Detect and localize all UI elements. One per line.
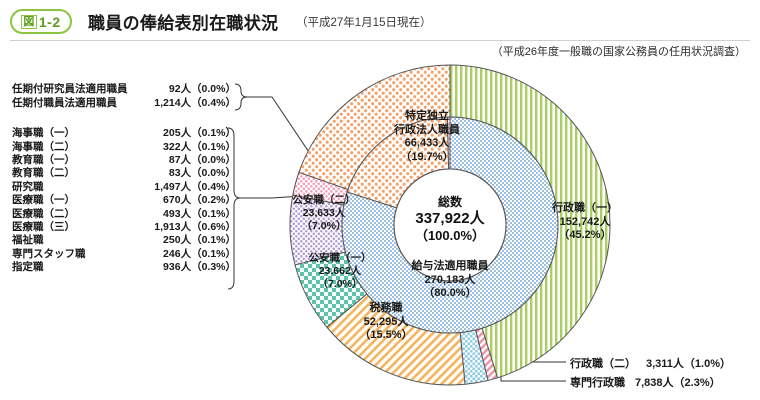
- slice-label-tokutei-dokuritsu: 特定独立 行政法人職員 66,433人 （19.7%）: [352, 110, 502, 164]
- legend-row-value: 670人（0.2%）: [163, 194, 236, 207]
- page-title: 職員の俸給表別在職状況: [88, 14, 279, 33]
- donut-chart-svg: [289, 64, 611, 386]
- legend-row-value: 83人（0.0%）: [168, 167, 236, 180]
- slice-label-koan-2-percent: （7.0%）: [301, 220, 347, 232]
- legend-row: 海事職（二） 322人（0.1%）: [12, 139, 236, 153]
- center-total-value: 337,922人: [415, 210, 485, 227]
- legend-row: 研究職 1,497人（0.4%）: [12, 180, 236, 193]
- center-total-label: 総数 337,922人 （100.0%）: [394, 195, 506, 244]
- legend-row-value: 87人（0.0%）: [168, 153, 236, 166]
- source-note: （平成26年度一般職の国家公務員の任用状況調査）: [491, 46, 746, 58]
- callout-senmon-gyosei: 専門行政職 7,838人（2.3%）: [570, 374, 721, 390]
- callout-senmon-gyosei-name: 専門行政職: [570, 377, 625, 389]
- slice-label-zeimu: 税務職 52,295人 （15.5%）: [338, 302, 434, 343]
- bracket-group-b: [227, 127, 241, 290]
- legend-row-value: 1,214人（0.4%）: [154, 96, 236, 109]
- figure-kanji-label: 図: [21, 14, 37, 29]
- slice-label-gyosei-1-name: 行政職（一）: [552, 202, 618, 214]
- slice-label-kyuyoho-percent: （80.0%）: [423, 287, 477, 299]
- figure-number: 1-2: [38, 13, 61, 30]
- slice-label-kyuyoho-value: 270,183人: [424, 273, 476, 286]
- legend-row-value: 1,497人（0.4%）: [154, 180, 236, 193]
- legend-row-name: 任期付研究員法適用職員: [12, 83, 128, 96]
- bracket-group-a: [234, 83, 248, 111]
- legend-row-name: 医療職（三）: [12, 220, 75, 233]
- legend-row: 医療職（三） 1,913人（0.6%）: [12, 220, 236, 233]
- legend-row-value: 493人（0.1%）: [163, 207, 236, 220]
- slice-label-koan-1-name: 公安職（一）: [308, 252, 372, 264]
- legend-row: 福祉職 250人（0.1%）: [12, 233, 236, 246]
- legend-row-value: 205人（0.1%）: [163, 127, 236, 140]
- legend-row-value: 92人（0.0%）: [168, 83, 236, 96]
- legend-row-name: 海事職（二）: [12, 140, 75, 153]
- legend-row-value: 246人（0.1%）: [163, 247, 236, 260]
- legend-row: 医療職（二） 493人（0.1%）: [12, 206, 236, 220]
- slice-label-zeimu-percent: （15.5%）: [359, 329, 413, 341]
- page-title-date: （平成27年1月15日現在）: [296, 17, 432, 29]
- legend-row-name: 海事職（一）: [12, 127, 75, 140]
- donut-chart: 総数 337,922人 （100.0%） 給与法適用職員 270,183人 （8…: [280, 60, 620, 390]
- center-total-percent: （100.0%）: [414, 228, 486, 243]
- legend-row-name: 福祉職: [12, 234, 44, 247]
- legend-row-name: 教育職（一）: [12, 153, 75, 166]
- slice-label-gyosei-1: 行政職（一） 152,742人 （45.2%）: [542, 202, 628, 243]
- legend-row: 教育職（二） 83人（0.0%）: [12, 166, 236, 179]
- legend-row: 任期付職員法適用職員 1,214人（0.4%）: [12, 95, 236, 109]
- legend-row: 指定職 936人（0.3%）: [12, 260, 236, 273]
- legend-group-a: 任期付研究員法適用職員 92人（0.0%） 任期付職員法適用職員 1,214人（0.4…: [12, 82, 236, 109]
- slice-label-tokutei-name2: 行政法人職員: [394, 123, 460, 136]
- slice-label-tokutei-name1: 特定独立: [405, 110, 449, 122]
- legend-group-b: 海事職（一） 205人（0.1%） 海事職（二） 322人（0.1%） 教育職（一） 87…: [12, 126, 236, 273]
- slice-label-gyosei-1-percent: （45.2%）: [558, 229, 612, 241]
- slice-label-tokutei-value: 66,433人: [404, 137, 450, 149]
- slice-label-kyuyoho: 給与法適用職員 270,183人 （80.0%）: [368, 260, 532, 301]
- slice-label-tokutei-percent: （19.7%）: [400, 150, 454, 163]
- center-total-caption: 総数: [437, 195, 462, 209]
- legend-row: 専門スタッフ職 246人（0.1%）: [12, 247, 236, 260]
- callout-senmon-gyosei-value: 7,838人（2.3%）: [635, 377, 721, 389]
- slice-label-koan-2-name: 公安職（二）: [292, 194, 356, 206]
- legend-row: 任期付研究員法適用職員 92人（0.0%）: [12, 82, 236, 95]
- callout-gyosei-2: 行政職（二） 3,311人（1.0%）: [570, 355, 731, 371]
- legend-row-value: 936人（0.3%）: [163, 261, 236, 274]
- donut-hole: [393, 168, 507, 282]
- header-divider: [10, 40, 750, 41]
- slice-label-koan-2-value: 23,633人: [302, 207, 346, 219]
- callout-gyosei-2-value: 3,311人（1.0%）: [646, 358, 731, 370]
- legend-row-name: 医療職（一）: [12, 194, 75, 207]
- callout-gyosei-2-name: 行政職（二）: [570, 358, 636, 370]
- legend-row-name: 専門スタッフ職: [12, 247, 86, 260]
- slice-label-koan-1-value: 23,662人: [318, 265, 362, 277]
- slice-label-koan-2: 公安職（二） 23,633人 （7.0%）: [278, 194, 370, 233]
- slice-label-koan-1: 公安職（一） 23,662人 （7.0%）: [294, 252, 386, 291]
- legend-row-name: 指定職: [12, 261, 44, 274]
- legend-row-value: 1,913人（0.6%）: [154, 220, 236, 233]
- legend-row: 海事職（一） 205人（0.1%）: [12, 126, 236, 139]
- legend-row: 医療職（一） 670人（0.2%）: [12, 193, 236, 206]
- legend-row-name: 任期付職員法適用職員: [12, 96, 117, 109]
- slice-label-gyosei-1-value: 152,742人: [559, 215, 611, 228]
- legend-row-value: 322人（0.1%）: [163, 140, 236, 153]
- slice-label-kyuyoho-name: 給与法適用職員: [411, 260, 489, 272]
- slice-label-zeimu-value: 52,295人: [363, 315, 409, 328]
- legend-row-name: 医療職（二）: [12, 207, 75, 220]
- legend-row-value: 250人（0.1%）: [163, 234, 236, 247]
- slice-label-koan-1-percent: （7.0%）: [317, 278, 363, 290]
- legend-row: 教育職（一） 87人（0.0%）: [12, 153, 236, 166]
- slice-label-zeimu-name: 税務職: [369, 302, 403, 314]
- legend-row-name: 教育職（二）: [12, 167, 75, 180]
- legend-row-name: 研究職: [12, 180, 44, 193]
